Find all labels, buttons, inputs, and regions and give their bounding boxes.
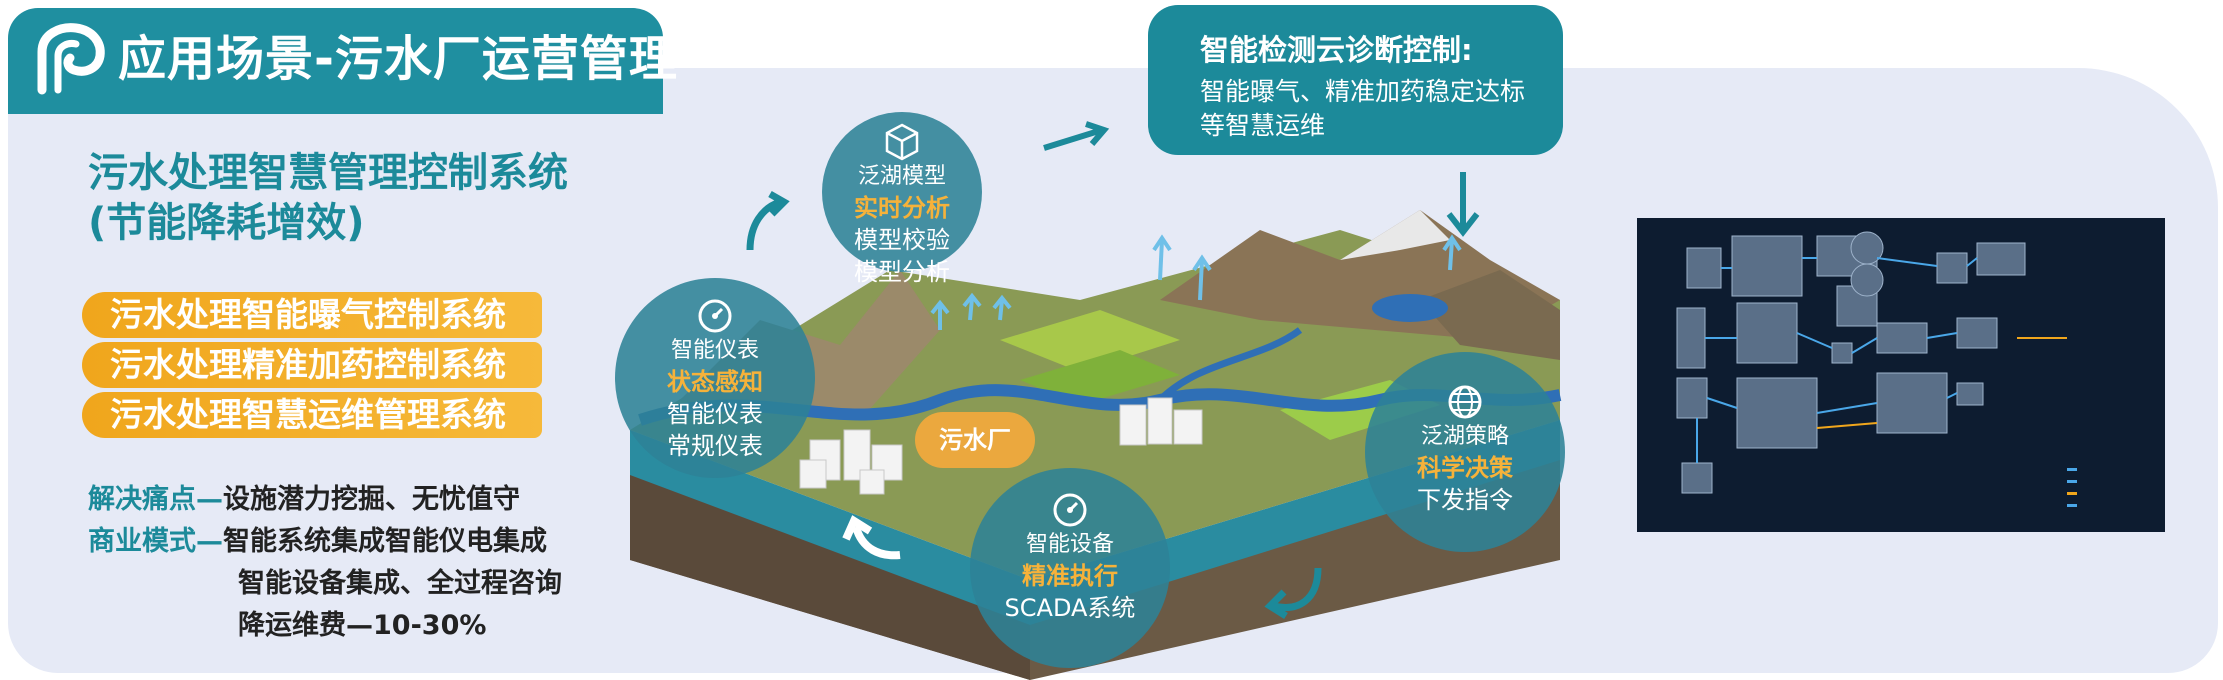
title-strip: [8, 100, 663, 114]
circle-meter: 智能仪表 状态感知 智能仪表 常规仪表: [615, 278, 815, 478]
cloud-title: 智能检测云诊断控制:: [1200, 33, 1473, 67]
pain-point: 解决痛点—设施潜力挖掘、无忧值守: [88, 480, 520, 520]
biz-key: 商业模式—: [88, 526, 223, 557]
arrow-icon: [1446, 172, 1480, 237]
landscape-illustration: [630, 210, 1562, 680]
pain-value: 设施潜力挖掘、无忧值守: [223, 484, 520, 515]
strategy-line1: 下发指令: [1417, 486, 1513, 514]
title-tab: [8, 8, 663, 112]
biz-value-3: 降运维费—10-30%: [238, 610, 487, 641]
arrow-icon: [746, 190, 790, 251]
heading-line1: 污水处理智慧管理控制系统: [88, 150, 568, 196]
device-title: 智能设备: [1025, 532, 1114, 557]
model-line2: 模型分析: [854, 258, 950, 286]
arrow-icon: [842, 515, 901, 560]
globe-icon: [1448, 385, 1482, 419]
system-pill-3: 污水处理智慧运维管理系统: [82, 392, 542, 438]
cloud-desc: 智能曝气、精准加药稳定达标等智慧运维: [1200, 77, 1526, 140]
gauge-icon: [698, 299, 732, 333]
meter-line1: 智能仪表: [667, 400, 763, 428]
pain-key: 解决痛点—: [88, 484, 223, 515]
gauge-icon: [1053, 493, 1087, 527]
meter-title: 智能仪表: [670, 338, 759, 363]
logo-icon: [37, 23, 105, 95]
plant-label: 污水厂: [915, 412, 1035, 468]
model-line1: 模型校验: [854, 226, 950, 254]
device-line1: SCADA系统: [1004, 594, 1136, 622]
system-heading: 污水处理智慧管理控制系统 (节能降耗增效): [88, 148, 568, 248]
page-title: 应用场景-污水厂运营管理: [118, 31, 678, 87]
scada-screenshot: [1637, 218, 2165, 532]
meter-highlight: 状态感知: [667, 368, 763, 396]
meter-line2: 常规仪表: [667, 432, 763, 460]
biz-value-2: 智能设备集成、全过程咨询: [238, 568, 562, 599]
arrow-icon: [1043, 121, 1110, 151]
circle-strategy: 泛湖策略 科学决策 下发指令: [1365, 352, 1565, 552]
strategy-title: 泛湖策略: [1420, 424, 1509, 449]
cloud-diagnosis-box: 智能检测云诊断控制: 智能曝气、精准加药稳定达标等智慧运维: [1148, 5, 1563, 155]
heading-line2: (节能降耗增效): [88, 200, 365, 246]
cube-icon: [885, 123, 919, 161]
system-pill-2: 污水处理精准加药控制系统: [82, 342, 542, 388]
arrow-icon: [1264, 567, 1322, 619]
model-title: 泛湖模型: [857, 164, 946, 189]
model-highlight: 实时分析: [854, 194, 950, 222]
business-model: 商业模式—智能系统集成智能仪电集成: [88, 522, 547, 562]
system-pill-label: 污水处理精准加药控制系统: [110, 345, 506, 384]
circle-device: 智能设备 精准执行 SCADA系统: [970, 468, 1170, 668]
system-pill-label: 污水处理智慧运维管理系统: [110, 395, 506, 434]
system-pill-1: 污水处理智能曝气控制系统: [82, 292, 542, 338]
biz-value-1: 智能系统集成智能仪电集成: [223, 526, 547, 557]
device-highlight: 精准执行: [1022, 562, 1118, 590]
circle-model: 泛湖模型 实时分析 模型校验 模型分析: [822, 112, 982, 286]
system-pill-label: 污水处理智能曝气控制系统: [110, 295, 506, 334]
strategy-highlight: 科学决策: [1417, 454, 1513, 482]
